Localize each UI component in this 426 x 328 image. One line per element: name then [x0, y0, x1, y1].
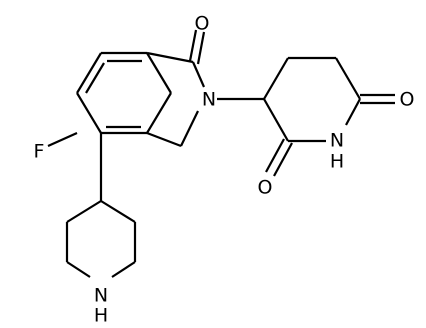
bond: [191, 61, 206, 88]
bond: [263, 98, 289, 142]
atom-nitrogen-piperidine: N: [94, 285, 108, 307]
atom-nitrogen-imide: N: [330, 130, 344, 152]
bond: [180, 110, 199, 147]
atom-hydrogen-piperidine: H: [94, 305, 108, 327]
bond: [47, 131, 78, 148]
bond: [335, 57, 361, 100]
atom-oxygen-right: O: [400, 89, 415, 111]
atom-nitrogen-lactam: N: [202, 89, 216, 111]
bond: [146, 51, 194, 64]
bond: [263, 57, 289, 100]
bond: [76, 92, 102, 134]
bond: [273, 142, 293, 177]
bond: [66, 200, 102, 223]
bond: [146, 131, 182, 148]
bond: [265, 138, 285, 173]
bond-lines: [47, 29, 395, 278]
bond: [111, 261, 136, 278]
bond: [345, 98, 361, 126]
bond: [146, 92, 172, 134]
bond-double-inner: [85, 62, 105, 94]
bond: [188, 29, 198, 62]
bond: [76, 52, 102, 94]
atom-labels: O N F O N H O N H: [34, 13, 415, 327]
bond: [100, 200, 136, 223]
bond: [66, 261, 91, 278]
atom-fluorine: F: [34, 141, 45, 163]
atom-hydrogen-imide: H: [330, 151, 344, 173]
atom-oxygen-top: O: [195, 13, 210, 35]
bond: [146, 52, 172, 94]
bond: [196, 31, 206, 65]
atom-oxygen-bottom: O: [258, 177, 273, 199]
